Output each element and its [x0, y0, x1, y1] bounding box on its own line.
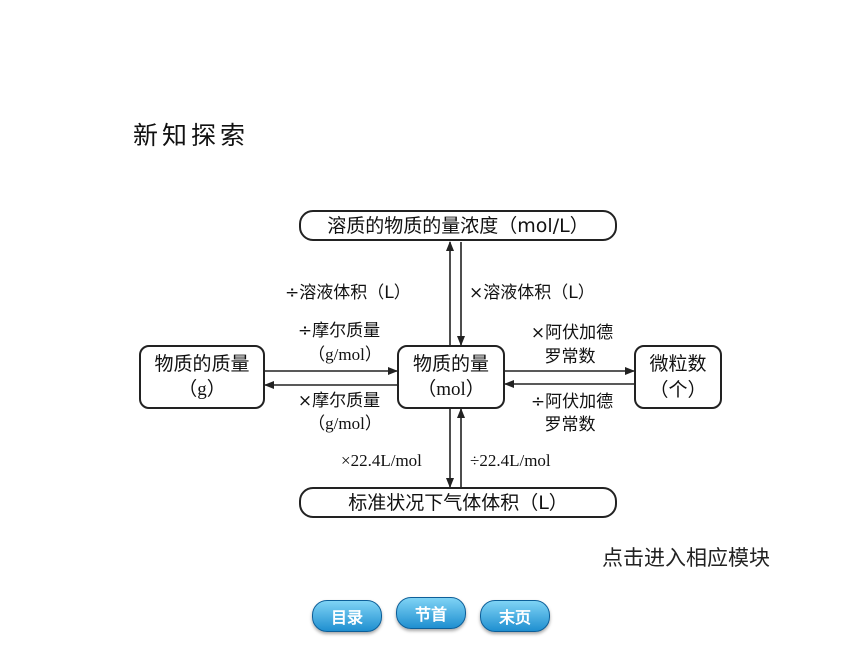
contents-button[interactable]: 目录 [312, 600, 382, 632]
last-page-button-label: 末页 [498, 608, 531, 627]
edge-label-gas-to-amount: ÷22.4L/mol [470, 451, 551, 470]
node-mass-unit: （g） [178, 379, 226, 400]
node-amount[interactable]: 物质的量 （mol） [397, 345, 505, 409]
node-mass-label: 物质的质量 [154, 353, 250, 375]
edge-label-mass-to-amount-2: （g/mol） [308, 345, 382, 364]
contents-button-label: 目录 [330, 608, 363, 627]
node-amount-unit: （mol） [417, 379, 485, 400]
edge-label-particles-to-amount-2: 罗常数 [544, 415, 596, 435]
edge-label-amount-to-particles-2: 罗常数 [544, 347, 596, 367]
edge-label-concentration-to-amount: ×溶液体积（L） [469, 283, 595, 303]
node-particles-unit: （个） [649, 379, 707, 401]
edge-label-amount-to-mass-1: ×摩尔质量 [297, 391, 381, 411]
section-start-button-label: 节首 [414, 605, 447, 624]
node-gas-volume-label: 标准状况下气体体积（L） [348, 491, 568, 514]
node-particles[interactable]: 微粒数 （个） [634, 345, 722, 409]
node-gas-volume[interactable]: 标准状况下气体体积（L） [299, 487, 617, 518]
node-mass[interactable]: 物质的质量 （g） [139, 345, 265, 409]
hint-text: 点击进入相应模块 [602, 546, 770, 570]
edge-label-amount-to-concentration: ÷溶液体积（L） [285, 283, 411, 303]
edge-label-particles-to-amount-1: ÷阿伏加德 [530, 392, 614, 412]
node-particles-label: 微粒数 [649, 353, 707, 375]
edge-label-mass-to-amount-1: ÷摩尔质量 [297, 321, 381, 341]
edge-label-amount-to-gas: ×22.4L/mol [341, 451, 422, 470]
edge-label-amount-to-particles-1: ×阿伏加德 [530, 323, 614, 343]
node-concentration-label: 溶质的物质的量浓度（mol/L） [327, 214, 589, 237]
node-concentration[interactable]: 溶质的物质的量浓度（mol/L） [299, 210, 617, 241]
last-page-button[interactable]: 末页 [480, 600, 550, 632]
node-amount-label: 物质的量 [412, 353, 489, 375]
page-title: 新知探索 [133, 121, 250, 150]
section-start-button[interactable]: 节首 [396, 597, 466, 629]
edge-label-amount-to-mass-2: （g/mol） [308, 414, 382, 433]
